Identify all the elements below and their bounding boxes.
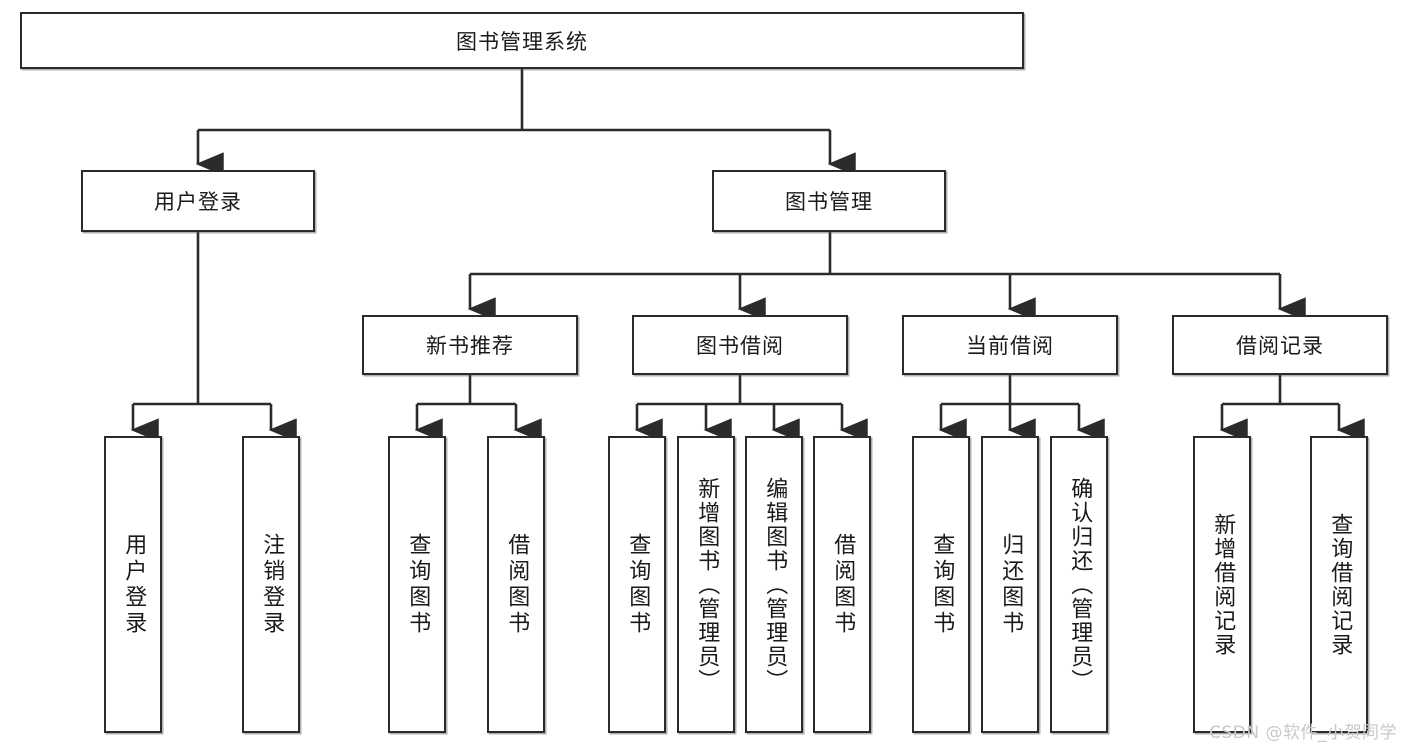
node-root-system[interactable]: 图书管理系统 (20, 12, 1024, 69)
watermark-text: CSDN @软件_小贺同学 (1209, 723, 1397, 743)
node-label: 当前借阅 (966, 334, 1054, 358)
leaf-confirm-return[interactable]: 确认归还（管理员） (1050, 436, 1108, 733)
node-label: 新增图书（管理员） (694, 476, 720, 693)
leaf-query-book-2[interactable]: 查询图书 (608, 436, 666, 733)
node-label: 注销登录 (259, 532, 285, 637)
leaf-query-record[interactable]: 查询借阅记录 (1310, 436, 1368, 733)
node-label: 查询借阅记录 (1327, 512, 1353, 657)
leaf-borrow-book-1[interactable]: 借阅图书 (487, 436, 545, 733)
leaf-return-book[interactable]: 归还图书 (981, 436, 1039, 733)
node-label: 借阅记录 (1236, 334, 1324, 358)
node-book-borrow[interactable]: 图书借阅 (632, 315, 848, 375)
node-label: 归还图书 (998, 532, 1024, 637)
leaf-borrow-book-2[interactable]: 借阅图书 (813, 436, 871, 733)
node-label: 图书管理 (785, 190, 873, 214)
leaf-edit-book[interactable]: 编辑图书（管理员） (745, 436, 803, 733)
node-label: 编辑图书（管理员） (762, 476, 788, 693)
node-label: 借阅图书 (830, 532, 856, 637)
node-label: 图书借阅 (696, 334, 784, 358)
node-current-borrow[interactable]: 当前借阅 (902, 315, 1118, 375)
node-user-login[interactable]: 用户登录 (81, 170, 315, 232)
node-label: 新书推荐 (426, 334, 514, 358)
leaf-query-book-3[interactable]: 查询图书 (912, 436, 970, 733)
node-label: 查询图书 (625, 532, 651, 637)
leaf-add-record[interactable]: 新增借阅记录 (1193, 436, 1251, 733)
node-label: 查询图书 (405, 532, 431, 637)
node-label: 用户登录 (154, 190, 242, 214)
node-book-manage[interactable]: 图书管理 (712, 170, 946, 232)
leaf-add-book[interactable]: 新增图书（管理员） (677, 436, 735, 733)
node-label: 确认归还（管理员） (1067, 476, 1093, 693)
leaf-user-login[interactable]: 用户登录 (104, 436, 162, 733)
node-borrow-record[interactable]: 借阅记录 (1172, 315, 1388, 375)
leaf-logout-login[interactable]: 注销登录 (242, 436, 300, 733)
leaf-query-book-1[interactable]: 查询图书 (388, 436, 446, 733)
node-label: 查询图书 (929, 532, 955, 637)
node-label: 图书管理系统 (456, 29, 588, 54)
node-label: 用户登录 (121, 532, 147, 637)
node-label: 借阅图书 (504, 532, 530, 637)
node-new-book-recommend[interactable]: 新书推荐 (362, 315, 578, 375)
node-label: 新增借阅记录 (1210, 512, 1236, 657)
